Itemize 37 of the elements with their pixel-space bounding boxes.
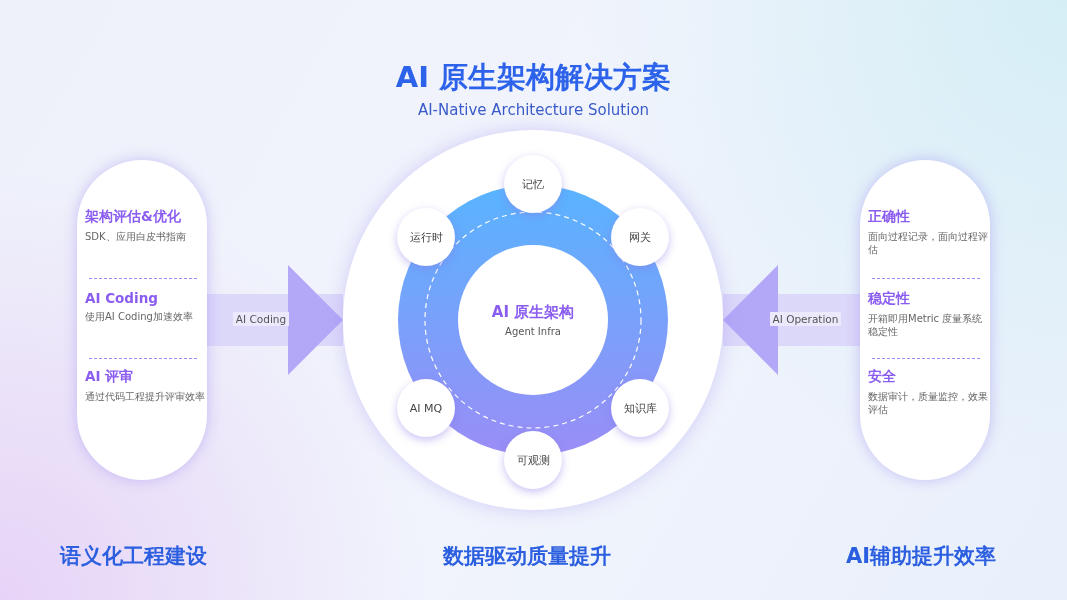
module-circle <box>504 431 562 489</box>
block-description: 通过代码工程提升评审效率 <box>85 390 206 403</box>
block-heading: 正确性 <box>868 208 911 226</box>
module-circle <box>504 155 562 213</box>
section-heading: 数据驱动质量提升 <box>443 543 611 570</box>
pill-panel <box>860 160 990 480</box>
module-label: 记忆 <box>522 176 544 192</box>
block-heading: 安全 <box>868 368 897 386</box>
subtitle: AI-Native Architecture Solution <box>416 101 651 119</box>
core-title: AI 原生架构 <box>491 303 575 322</box>
arrow <box>723 265 860 375</box>
module-label: 可观测 <box>516 452 550 468</box>
module-circle <box>397 379 455 437</box>
section-heading: 语义化工程建设 <box>60 543 207 570</box>
block-heading: AI 评审 <box>85 368 135 386</box>
title: AI 原生架构解决方案 <box>394 59 673 96</box>
block-heading: 架构评估&优化 <box>85 208 182 226</box>
block-description: SDK、应用白皮书指南 <box>85 230 187 243</box>
block-heading: AI Coding <box>85 290 159 306</box>
block-description: 开箱即用Metric 度量系统稳定性 <box>868 312 984 338</box>
module-circle <box>611 208 669 266</box>
block-heading: 稳定性 <box>868 290 911 308</box>
module-label: 网关 <box>629 229 651 245</box>
arrow <box>207 265 343 375</box>
core-subtitle: Agent Infra <box>505 326 561 337</box>
module-label: 知识库 <box>623 400 657 416</box>
block-description: 使用AI Coding加速效率 <box>85 310 194 323</box>
edge-label: AI Operation <box>769 312 842 326</box>
section-heading: AI辅助提升效率 <box>846 543 997 570</box>
module-label: 运行时 <box>409 229 443 245</box>
module-circle <box>397 208 455 266</box>
pill-panel <box>77 160 207 480</box>
block-description: 面向过程记录，面向过程评估 <box>868 230 989 256</box>
block-description: 数据审计，质量监控，效果评估 <box>868 390 989 416</box>
module-label: AI MQ <box>409 401 443 415</box>
edge-label: AI Coding <box>232 312 290 326</box>
module-circle <box>611 379 669 437</box>
